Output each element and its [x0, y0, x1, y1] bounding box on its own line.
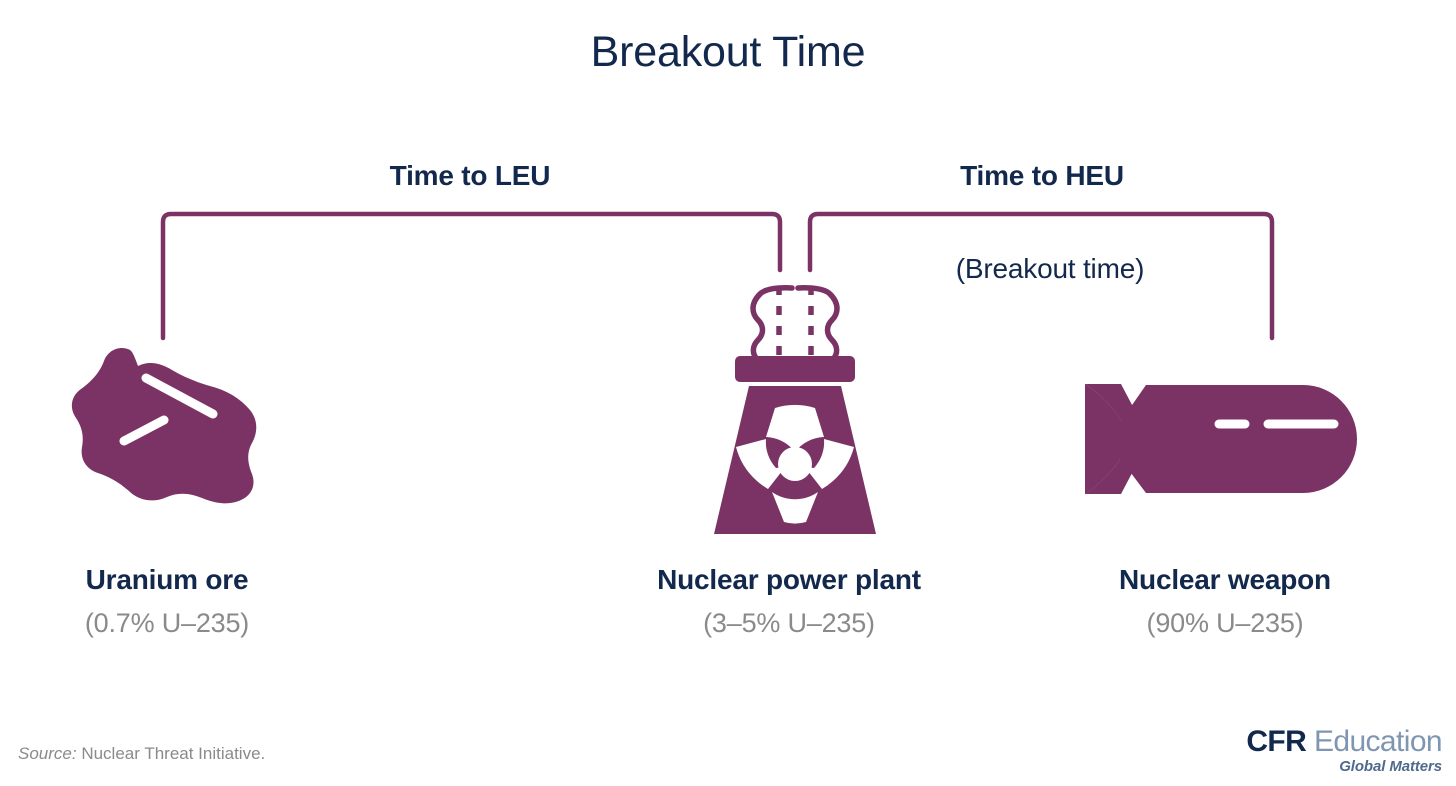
stage-name-nuclear-power-plant: Nuclear power plant	[657, 564, 921, 595]
uranium-ore-icon	[71, 348, 257, 504]
logo-tagline: Global Matters	[1339, 758, 1442, 775]
logo-education-text: Education	[1306, 725, 1443, 758]
stage-name-nuclear-weapon: Nuclear weapon	[1119, 564, 1331, 595]
logo-cfr-text: CFR	[1246, 725, 1307, 758]
bracket-leu	[160, 211, 783, 341]
bracket-heu	[807, 211, 1275, 341]
source-value: Nuclear Threat Initiative.	[81, 744, 266, 763]
page-title: Breakout Time	[590, 28, 866, 76]
bracket-label-heu: Time to HEU	[960, 160, 1124, 191]
stage-caption-nuclear-weapon: Nuclear weapon (90% U–235)	[1075, 562, 1375, 641]
breakout-time-note: (Breakout time)	[955, 253, 1145, 284]
source-note: Source: Nuclear Threat Initiative.	[18, 744, 265, 764]
source-label: Source:	[18, 744, 77, 763]
cfr-education-logo: CFR Education Global Matters	[1246, 727, 1442, 775]
stage-caption-nuclear-power-plant: Nuclear power plant (3–5% U–235)	[615, 562, 963, 641]
nuclear-power-plant-icon	[714, 285, 876, 534]
stage-enrichment-nuclear-power-plant: (3–5% U–235)	[703, 608, 875, 638]
nuclear-weapon-icon	[1085, 384, 1357, 494]
stage-enrichment-nuclear-weapon: (90% U–235)	[1146, 608, 1304, 638]
stage-caption-uranium-ore: Uranium ore (0.7% U–235)	[17, 562, 317, 641]
bracket-label-leu: Time to LEU	[389, 160, 551, 191]
stage-enrichment-uranium-ore: (0.7% U–235)	[84, 608, 250, 638]
logo-wordmark: CFR Education	[1246, 727, 1442, 757]
stage-name-uranium-ore: Uranium ore	[85, 564, 249, 595]
